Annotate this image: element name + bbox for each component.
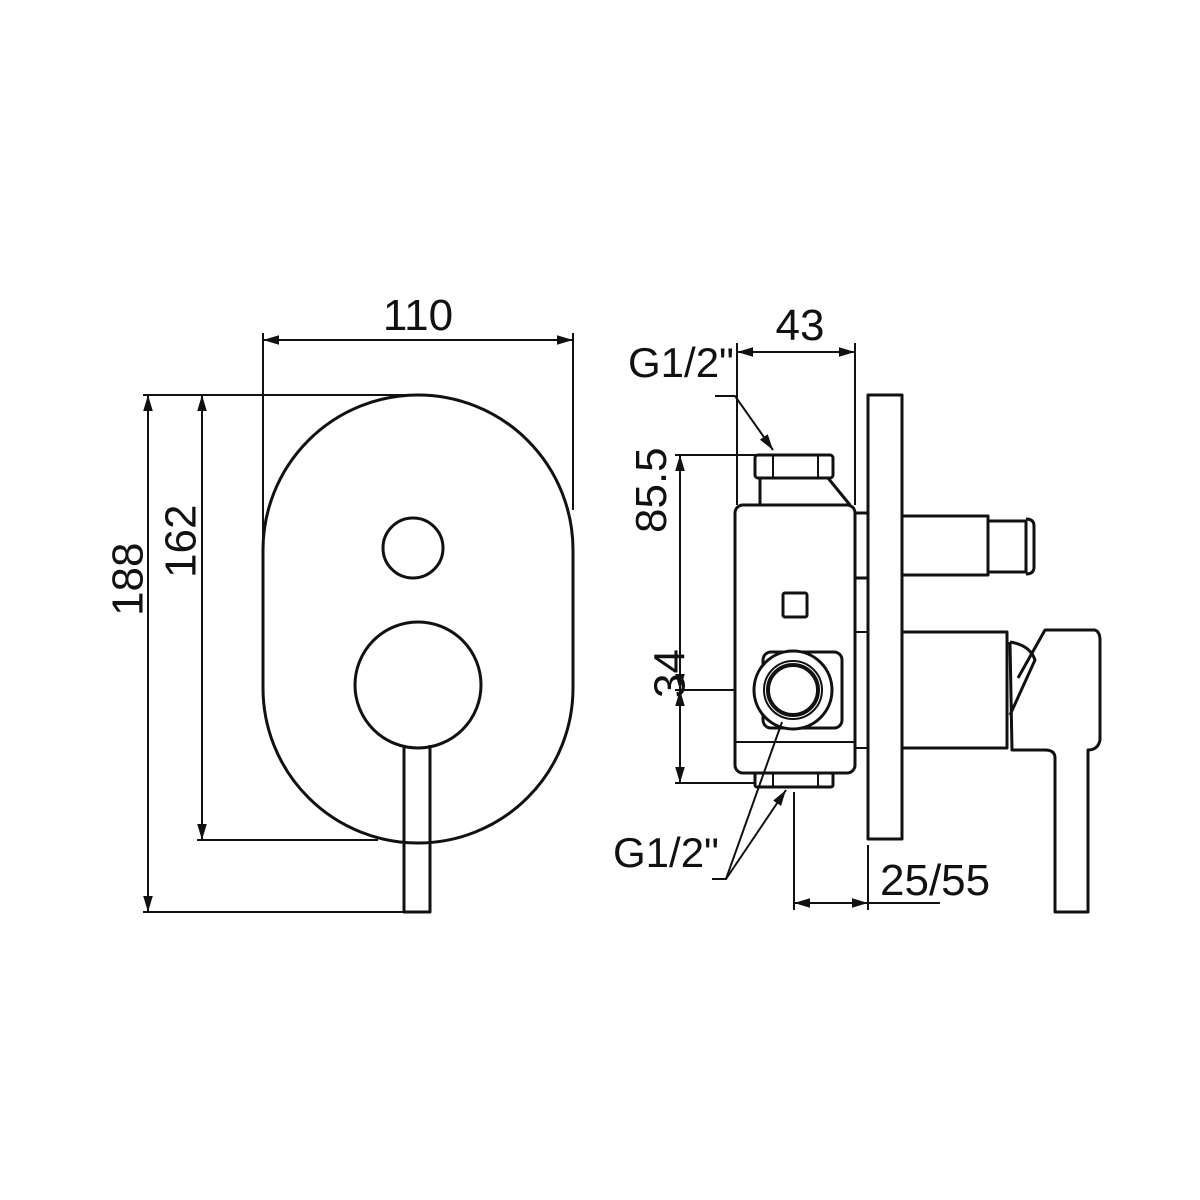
port-inner bbox=[766, 663, 820, 717]
diverter-knob-side bbox=[988, 517, 1036, 576]
lever-side bbox=[1008, 628, 1102, 914]
handle-body bbox=[900, 630, 1009, 750]
wall-plate bbox=[866, 393, 904, 841]
thread-label-bottom: G1/2" bbox=[613, 829, 719, 876]
dimension-adjust-range: 25/55 bbox=[793, 792, 990, 910]
dimension-label-188: 188 bbox=[103, 543, 152, 616]
dimension-lower-height: 34 bbox=[646, 649, 755, 784]
bottom-nut bbox=[753, 771, 835, 789]
callout-bottom-thread: G1/2" bbox=[613, 721, 787, 880]
dimension-label-85-5: 85.5 bbox=[627, 447, 676, 533]
dimension-label-34: 34 bbox=[646, 649, 695, 698]
diverter-stem bbox=[900, 514, 990, 577]
side-nut bbox=[853, 511, 870, 580]
handle-base bbox=[353, 620, 483, 750]
top-neck bbox=[758, 477, 852, 506]
dimension-label-43: 43 bbox=[776, 301, 825, 350]
dimension-depth: 43 bbox=[736, 301, 856, 505]
side-view: 43 G1/2" 85.5 34 G1/2" 25 bbox=[613, 301, 1102, 914]
dimension-width: 110 bbox=[262, 291, 574, 550]
dimension-label-162: 162 bbox=[156, 505, 205, 578]
dimension-upper-height: 85.5 bbox=[627, 447, 760, 691]
front-view: 110 188 162 bbox=[103, 291, 575, 914]
dimension-label-110: 110 bbox=[383, 291, 453, 340]
top-nut bbox=[753, 453, 835, 480]
dimension-label-25-55: 25/55 bbox=[880, 856, 990, 905]
thread-label-top: G1/2" bbox=[628, 339, 734, 386]
square-mark bbox=[781, 591, 809, 619]
diverter-knob bbox=[381, 516, 445, 580]
callout-top-thread: G1/2" bbox=[628, 339, 774, 451]
lever-handle bbox=[402, 745, 432, 914]
dimension-total-height: 188 bbox=[103, 394, 420, 913]
port-outer bbox=[752, 649, 834, 731]
valve-body bbox=[733, 503, 857, 775]
dimension-plate-height: 162 bbox=[156, 395, 378, 841]
cover-plate-oval bbox=[261, 393, 575, 845]
